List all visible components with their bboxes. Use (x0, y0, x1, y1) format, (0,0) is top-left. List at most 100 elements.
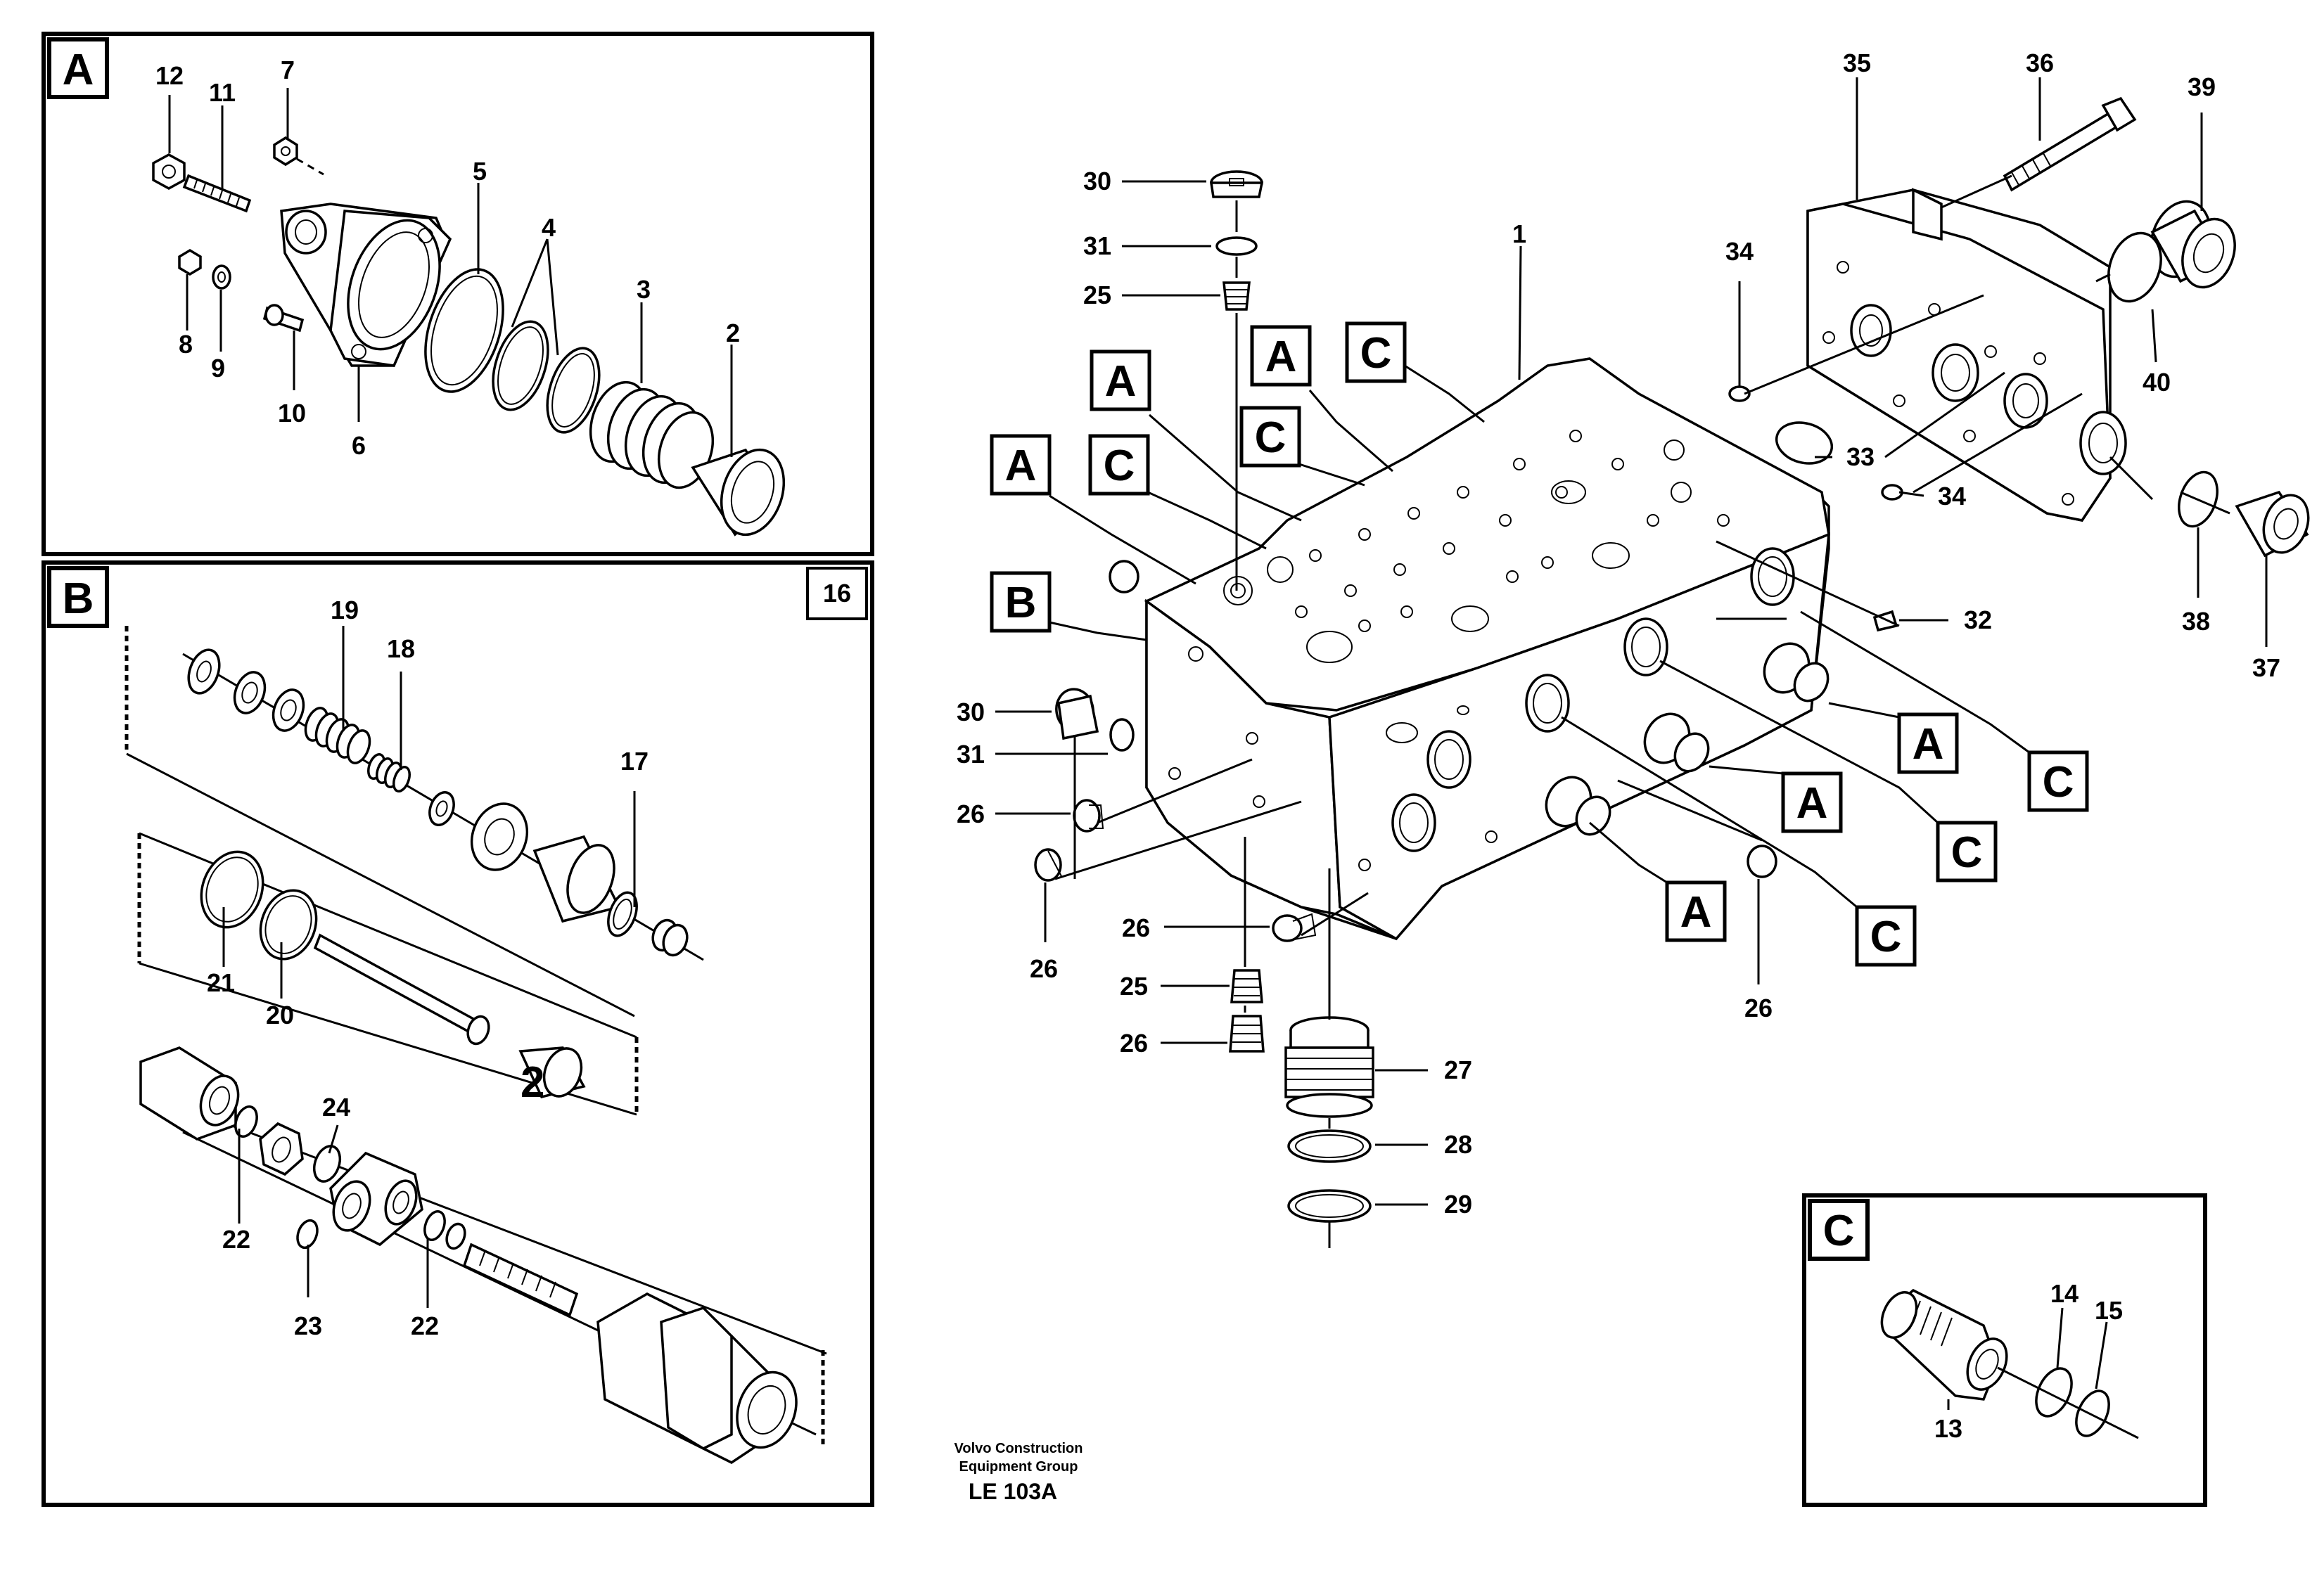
label-3: 3 (637, 275, 651, 304)
top-ports (1223, 430, 1730, 743)
label-14: 14 (2050, 1279, 2079, 1308)
label-11: 11 (209, 78, 236, 107)
label-27: 27 (1444, 1055, 1472, 1084)
bolt-36 (2003, 96, 2137, 192)
o-ring-22b (423, 1210, 446, 1241)
o-ring-34b (1881, 484, 1903, 501)
label-34-a: 34 (1725, 237, 1754, 266)
threaded-stem (462, 1243, 579, 1317)
plug-39 (2150, 200, 2236, 289)
label-23: 23 (294, 1311, 322, 1340)
label-1: 1 (1512, 219, 1526, 248)
svg-text:C: C (2043, 758, 2074, 807)
relief-valve-plug-a2 (1643, 712, 1710, 773)
label-26-b: 26 (1030, 954, 1058, 983)
relief-cartridge-13 (1880, 1288, 2008, 1401)
plug-32 (1872, 610, 1898, 632)
panel-b: B 16 (42, 560, 874, 1507)
label-26-d: 26 (1120, 1029, 1148, 1058)
o-ring-5 (424, 268, 504, 393)
callout-box-a-5: A (1709, 765, 1843, 833)
screw-10 (262, 304, 305, 333)
svg-text:A: A (1105, 357, 1137, 406)
label-37: 37 (2252, 653, 2280, 682)
hex-nut (259, 1122, 304, 1176)
label-39: 39 (2188, 72, 2216, 101)
rod (313, 933, 490, 1046)
label-2: 2 (726, 319, 740, 347)
label-36: 36 (2026, 49, 2054, 77)
callout-box-a-6: A (1589, 821, 1727, 942)
o-ring-4b (546, 347, 601, 434)
adapter-body (329, 1151, 423, 1247)
label-31-top: 31 (1083, 231, 1111, 260)
o-ring-28 (1287, 1129, 1372, 1163)
small-plug-top (1109, 560, 1139, 593)
label-8: 8 (179, 330, 193, 359)
svg-text:A: A (1005, 442, 1037, 490)
label-26-e: 26 (1744, 994, 1773, 1022)
washer-9 (212, 264, 231, 290)
label-7: 7 (281, 56, 295, 84)
set-screw-26a (1073, 799, 1104, 833)
spool (532, 835, 621, 923)
label-40: 40 (2143, 368, 2171, 397)
callout-box-c-4: C (1800, 610, 2089, 812)
callout-box-a-1: A (1090, 349, 1302, 522)
label-31-side: 31 (957, 740, 985, 769)
label-24: 24 (322, 1093, 350, 1122)
label-33: 33 (1846, 442, 1875, 471)
relief-valve-plug-a3 (1545, 776, 1611, 836)
panel-c: C 14 15 13 (1802, 1193, 2207, 1507)
poppet-2 (691, 448, 786, 537)
o-ring-31-top (1215, 236, 1258, 256)
label-28: 28 (1444, 1130, 1472, 1159)
label-29: 29 (1444, 1190, 1472, 1219)
label-32: 32 (1964, 605, 1992, 634)
label-12: 12 (155, 61, 184, 90)
label-34-b: 34 (1938, 482, 1966, 511)
plug-30-side (1055, 688, 1099, 740)
svg-text:A: A (1796, 779, 1828, 828)
svg-text:A: A (1265, 333, 1297, 381)
plunger: 2 (518, 1046, 586, 1107)
label-20: 20 (266, 1001, 294, 1029)
label-22b: 22 (411, 1311, 439, 1340)
label-30-side: 30 (957, 698, 985, 726)
panel-c-label: C (1823, 1207, 1855, 1255)
label-10: 10 (278, 399, 306, 428)
plug-27 (1284, 1016, 1374, 1118)
label-13: 13 (1934, 1414, 1962, 1443)
o-ring-17 (607, 891, 638, 937)
svg-text:C: C (1255, 413, 1286, 462)
callout-box-a-3: A (990, 434, 1196, 585)
o-ring-4a (492, 320, 549, 411)
company-line-1: Volvo Construction (954, 1441, 1083, 1456)
o-ring-21 (200, 850, 264, 929)
spring-18 (367, 752, 411, 793)
main-valve-block (1144, 357, 1831, 941)
nut-7 (273, 136, 298, 167)
hex-fitting (139, 1046, 240, 1141)
plug-17 (651, 918, 689, 957)
o-ring-23 (296, 1219, 319, 1250)
callout-box-c-1: C (1345, 321, 1485, 423)
o-ring-20 (259, 889, 318, 961)
label-19: 19 (331, 596, 359, 624)
label-17: 17 (620, 747, 649, 776)
label-26-a: 26 (957, 800, 985, 828)
o-ring-33 (1775, 421, 1834, 465)
svg-text:C: C (1951, 828, 1983, 877)
o-ring-40 (2107, 231, 2162, 303)
label-25-bottom: 25 (1120, 972, 1148, 1001)
label-5: 5 (473, 157, 487, 186)
svg-text:C: C (1360, 329, 1392, 378)
company-line-2: Equipment Group (959, 1459, 1078, 1475)
panel-a: A (42, 32, 874, 556)
callout-box-c-3: C (1088, 434, 1267, 550)
label-38: 38 (2182, 607, 2210, 636)
o-ring-31-side (1109, 718, 1135, 752)
sleeve (470, 802, 529, 871)
cap-nut (596, 1292, 798, 1465)
